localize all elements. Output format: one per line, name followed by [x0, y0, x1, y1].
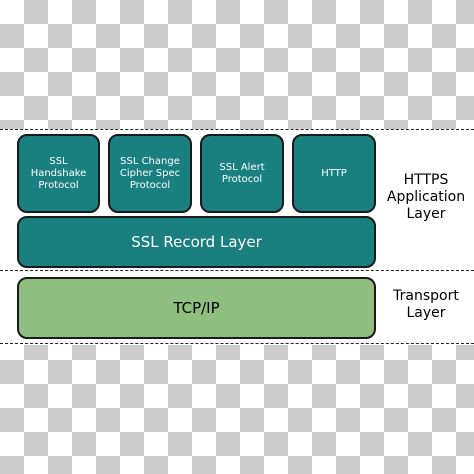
tcp-ip-layer-box: TCP/IP	[17, 277, 376, 339]
ssl-handshake-protocol-box: SSL Handshake Protocol	[17, 134, 100, 213]
ssl-change-cipher-spec-protocol-box: SSL Change Cipher Spec Protocol	[108, 134, 192, 213]
middle-divider	[0, 270, 474, 271]
bottom-divider	[0, 343, 474, 344]
http-protocol-box: HTTP	[292, 134, 376, 213]
transport-layer-label: Transport Layer	[393, 288, 459, 321]
ssl-record-layer-box: SSL Record Layer	[17, 216, 376, 268]
top-divider	[0, 129, 474, 130]
ssl-alert-protocol-box: SSL Alert Protocol	[200, 134, 284, 213]
https-application-layer-label: HTTPS Application Layer	[386, 172, 466, 222]
